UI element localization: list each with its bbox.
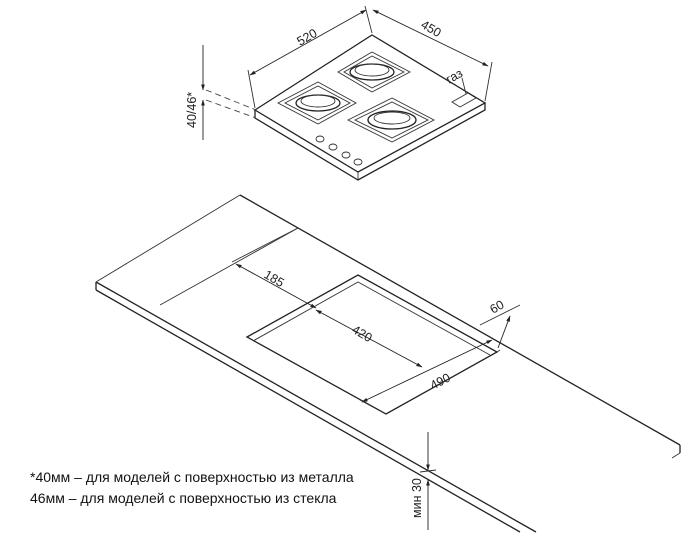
cutout-offset-label: 185 — [262, 267, 287, 290]
countertop-drawing: 185 420 490 60 мин 30 — [95, 194, 681, 533]
cutout-width-label: 420 — [350, 322, 375, 345]
min-distance-label: мин 30 — [410, 478, 424, 518]
knob — [315, 135, 325, 143]
hob-drawing: газ 520 450 40/46* — [185, 5, 493, 181]
note-metal: *40мм – для моделей с поверхностью из ме… — [30, 469, 354, 485]
cutout-edge-label: 60 — [488, 297, 507, 316]
gas-inlet — [451, 92, 477, 108]
burner-right — [346, 97, 435, 143]
burner-left — [277, 81, 357, 125]
burner-back — [337, 51, 411, 93]
knob — [328, 143, 338, 151]
hob-width-label: 520 — [295, 26, 320, 49]
gas-label: газ — [444, 66, 466, 87]
knob — [353, 158, 363, 166]
hob-top-surface — [253, 34, 487, 173]
cutout-depth-label: 490 — [428, 370, 453, 392]
cutout-opening — [245, 274, 499, 415]
note-glass: 46мм – для моделей с поверхностью из сте… — [30, 490, 337, 506]
hob-depth-label: 450 — [419, 17, 444, 40]
knob — [341, 151, 351, 159]
control-knobs — [315, 135, 363, 166]
hob-side-edge — [254, 103, 486, 181]
hob-height-label: 40/46* — [185, 92, 199, 128]
